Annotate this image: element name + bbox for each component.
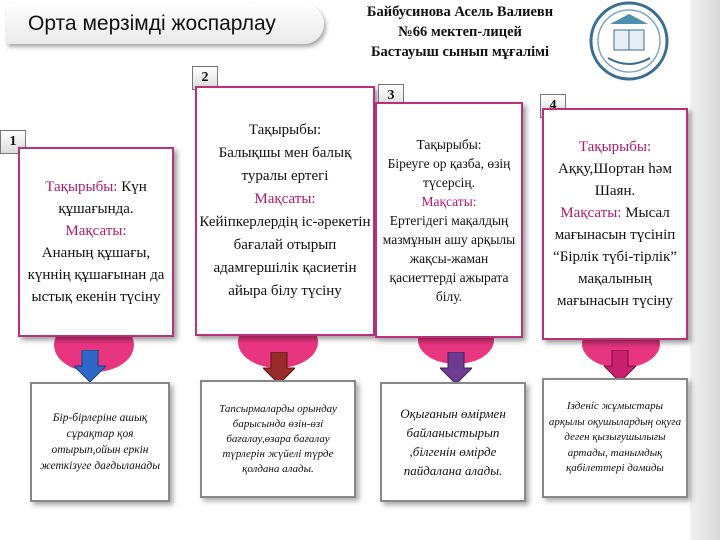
step-card-2: Тақырыбы: Балықшы мен балық туралы ертег…: [195, 86, 375, 336]
page-title-text: Орта мерзімді жоспарлау: [28, 12, 276, 35]
page-title: Орта мерзімді жоспарлау: [6, 4, 324, 44]
step-card-1: Тақырыбы: Күн құшағында. Мақсаты: Ананың…: [18, 147, 174, 337]
goal-text-1: Ананың құшағы, күннің құшағынан да ыстық…: [27, 245, 165, 305]
outcome-text-4: Ізденіс жұмыстары арқылы оқушылардың оқу…: [548, 400, 682, 475]
school-logo: [588, 0, 670, 82]
down-arrow-icon: [261, 351, 297, 385]
down-arrow-icon: [602, 349, 638, 383]
step-card-4: Тақырыбы: Аққу,Шортан һәм Шаян. Мақсаты:…: [542, 108, 688, 340]
outcome-card-3: Оқығанын өмірмен байланыстырып ,білгенін…: [380, 382, 526, 502]
topic-label-2: Тақырыбы:: [248, 122, 322, 138]
topic-text-3: Біреуге ор қазба, өзің түсерсің.: [387, 155, 511, 190]
outcome-text-1: Бір-бірлеріне ашық сұрақтар қоя отырып,о…: [40, 412, 160, 472]
outcome-text-3: Оқығанын өмірмен байланыстырып ,білгенін…: [400, 406, 506, 478]
topic-text-1: Күн құшағында.: [58, 179, 147, 217]
step-number-4-text: 4: [549, 98, 557, 113]
side-gradient-strip: [690, 0, 720, 540]
outcome-card-1: Бір-бірлеріне ашық сұрақтар қоя отырып,о…: [30, 382, 170, 502]
step-number-2-text: 2: [201, 70, 209, 85]
goal-text-4: Мысал мағынасын түсініп “Бірлік түбі-тір…: [553, 205, 677, 309]
topic-text-4: Аққу,Шортан һәм Шаян.: [558, 161, 672, 199]
step-number-3-text: 3: [387, 88, 395, 103]
author-info: Байбусинова Асель Валиевн №66 мектеп-лиц…: [330, 2, 590, 62]
goal-text-3: Ертегідегі мақалдың мазмұнын ашу арқылы …: [382, 212, 516, 304]
goal-text-2: Кейіпкерлердің іс-әрекетін бағалай отыры…: [199, 214, 371, 299]
topic-label-1: Тақырыбы:: [45, 179, 118, 195]
outcome-card-2: Тапсырмаларды орындау барысында өзін-өзі…: [200, 380, 356, 498]
school-name: №66 мектеп-лицей: [398, 24, 522, 40]
goal-label-4: Мақсаты:: [560, 205, 622, 221]
step-number-1-text: 1: [9, 134, 17, 149]
goal-label-3: Мақсаты:: [421, 193, 477, 209]
down-arrow-icon: [72, 349, 108, 383]
goal-label-2: Мақсаты:: [254, 191, 316, 207]
topic-label-4: Тақырыбы:: [578, 139, 652, 155]
outcome-text-2: Тапсырмаларды орындау барысында өзін-өзі…: [219, 402, 337, 475]
outcome-card-4: Ізденіс жұмыстары арқылы оқушылардың оқу…: [542, 378, 688, 498]
step-card-3: Тақырыбы: Біреуге ор қазба, өзің түсерсі…: [375, 102, 523, 338]
topic-text-2: Балықшы мен балық туралы ертегі: [218, 145, 352, 184]
author-position: Бастауыш сынып мұғалімі: [370, 44, 550, 60]
down-arrow-icon: [438, 351, 474, 385]
goal-label-1: Мақсаты:: [65, 223, 127, 239]
topic-label-3: Тақырыбы:: [416, 136, 482, 152]
author-name: Байбусинова Асель Валиевн: [366, 4, 554, 20]
